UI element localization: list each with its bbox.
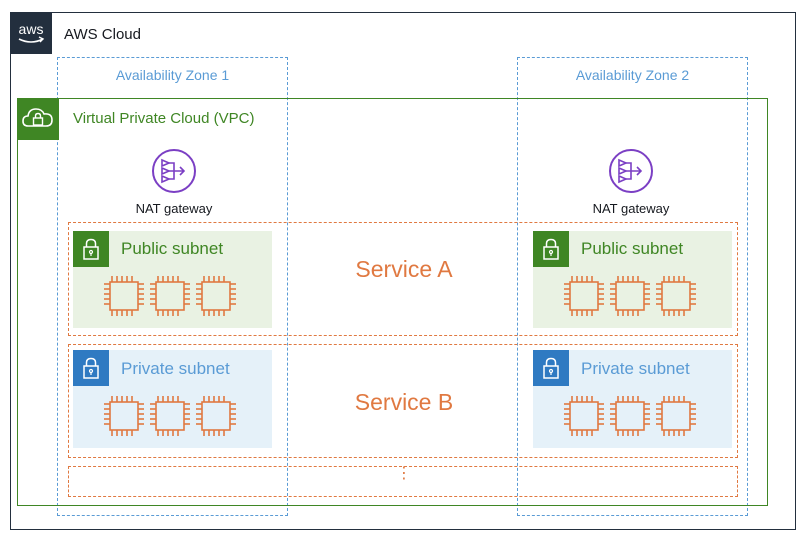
nat-gateway-label: NAT gateway [592,201,670,216]
aws-logo-icon: aws [10,12,52,54]
service-b-group [68,344,738,458]
public-subnet-label: Public subnet [121,239,224,258]
aws-cloud-group [10,12,796,530]
nat-gateway-label: NAT gateway [135,201,213,216]
availability-zone-1 [57,57,288,516]
private-subnet-label: Private subnet [121,359,230,378]
availability-zone-1-label: Availability Zone 1 [115,67,230,83]
service-more-group [68,466,738,497]
vpc-cloud-lock-icon [17,98,59,140]
ec2-instance-row [562,274,700,318]
ec2-instance-icon [654,274,698,318]
ec2-instance-row [102,274,240,318]
ec2-instance-icon [608,274,652,318]
ec2-instance-icon [102,274,146,318]
ec2-instance-icon [654,394,698,438]
public-subnet-label: Public subnet [581,239,684,258]
service-a-label: Service A [355,256,453,282]
ec2-instance-icon [608,394,652,438]
ec2-instance-icon [102,394,146,438]
ec2-instance-icon [194,394,238,438]
more-services-ellipsis: ⋮ [396,465,412,482]
aws-logo-text: aws [19,21,44,37]
ec2-instance-row [102,394,240,438]
ec2-instance-icon [148,274,192,318]
ec2-instance-icon [562,274,606,318]
private-subnet-label: Private subnet [581,359,690,378]
nat-gateway-icon [608,148,654,194]
lock-icon [73,350,109,386]
lock-icon [73,231,109,267]
aws-cloud-title: AWS Cloud [64,26,141,43]
lock-icon [533,350,569,386]
nat-gateway-icon [151,148,197,194]
ec2-instance-icon [562,394,606,438]
vpc-group [17,98,768,506]
lock-icon [533,231,569,267]
availability-zone-2 [517,57,748,516]
availability-zone-2-label: Availability Zone 2 [575,67,690,83]
service-b-label: Service B [354,389,454,415]
ec2-instance-icon [194,274,238,318]
vpc-title: Virtual Private Cloud (VPC) [73,110,255,127]
ec2-instance-icon [148,394,192,438]
ec2-instance-row [562,394,700,438]
service-a-group [68,222,738,336]
